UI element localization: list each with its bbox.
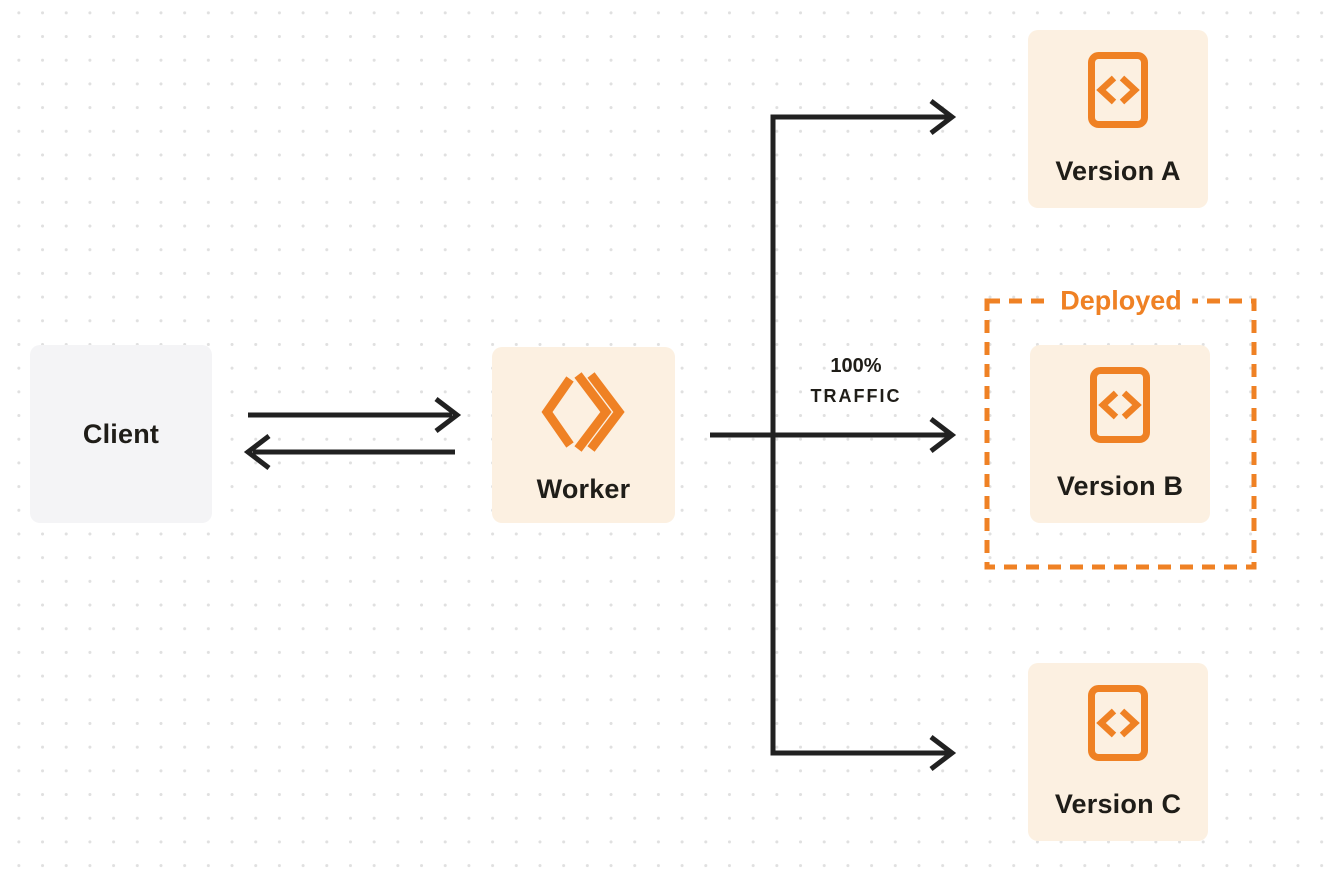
traffic-word: TRAFFIC <box>810 386 902 406</box>
code-file-icon <box>1088 52 1148 128</box>
client-node: Client <box>30 345 212 523</box>
version-c-arrowhead <box>929 735 957 771</box>
code-file-icon <box>1088 685 1148 761</box>
workers-double-chevron-icon <box>541 372 625 452</box>
client-to-worker-arrowhead <box>434 397 462 433</box>
traffic-annotation: 100% TRAFFIC <box>811 355 902 407</box>
worker-node: Worker <box>492 347 675 523</box>
version-b-node: Version B <box>1030 345 1210 523</box>
version-a-node: Version A <box>1028 30 1208 208</box>
worker-label: Worker <box>536 474 631 504</box>
version-c-node: Version C <box>1028 663 1208 841</box>
client-label: Client <box>82 418 160 449</box>
version-b-label: Version B <box>1056 471 1184 501</box>
traffic-percent: 100% <box>830 355 882 377</box>
code-file-icon <box>1090 367 1150 443</box>
version-b-arrowhead <box>929 417 957 453</box>
worker-to-client-arrowhead <box>243 434 271 470</box>
deployed-label: Deployed <box>1050 285 1192 317</box>
version-c-label: Version C <box>1054 789 1182 819</box>
version-a-arrowhead <box>929 99 957 135</box>
version-a-label: Version A <box>1055 156 1181 186</box>
